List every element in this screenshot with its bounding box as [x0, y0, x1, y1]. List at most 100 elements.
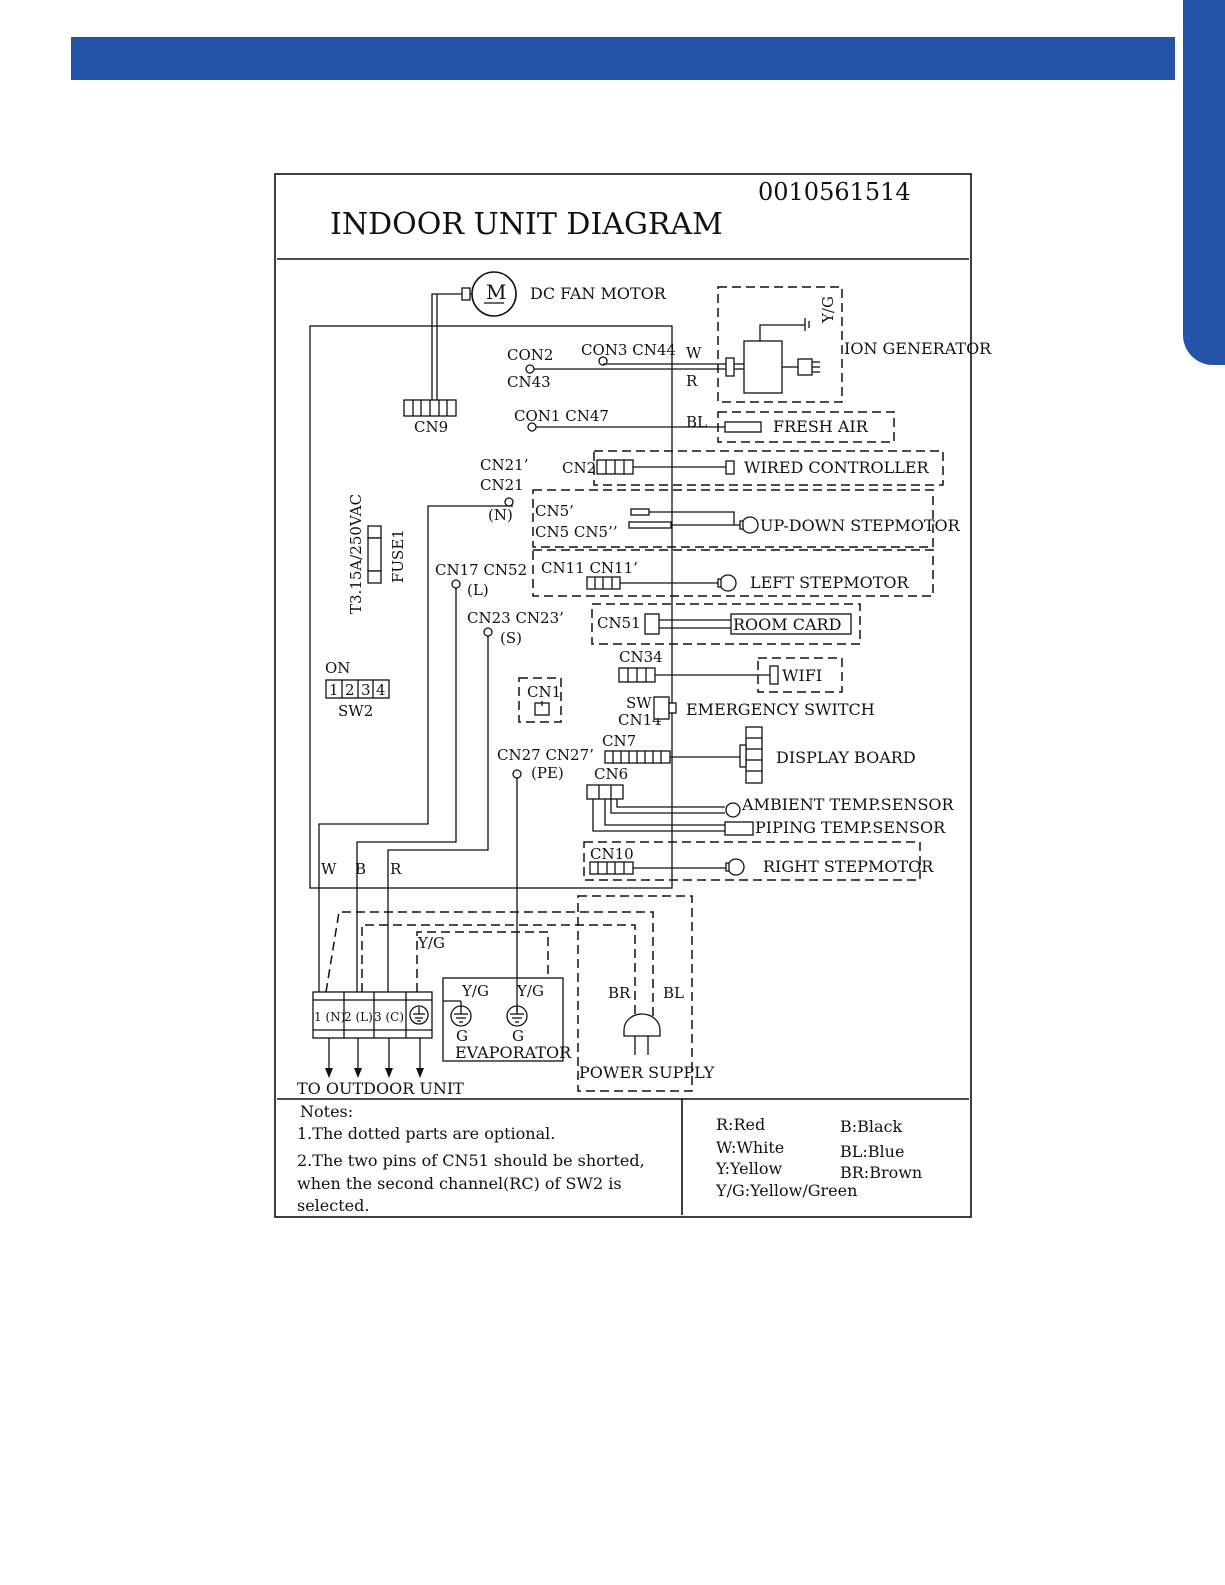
- dc-fan-motor-label: DC FAN MOTOR: [530, 284, 667, 303]
- motor-symbol-label: M: [486, 280, 506, 304]
- evaporator-box: [442, 977, 564, 1062]
- cn7-connector: [604, 750, 671, 764]
- bl-label: BL: [663, 984, 684, 1002]
- wired-controller-optional-box: [593, 450, 944, 486]
- wire-bl-top-label: BL: [686, 413, 707, 431]
- fresh-air-optional-box: [717, 411, 895, 443]
- sw1-label: SW1: [626, 694, 661, 712]
- legend-blue: BL:Blue: [840, 1142, 904, 1161]
- fuse-rating-label: T3.15A/250VAC: [347, 494, 365, 614]
- l-terminal-label: (L): [467, 581, 489, 599]
- cn14-label: CN14: [618, 711, 662, 729]
- notes-heading: Notes:: [300, 1102, 353, 1121]
- cn6-label: CN6: [594, 765, 628, 783]
- left-stepmotor-optional-box: [532, 549, 934, 597]
- cn5p-label: CN5’: [535, 502, 574, 520]
- ambient-wire-b: [610, 799, 725, 814]
- cn21-label: CN21: [480, 476, 524, 494]
- yg-wire-label: Y/G: [417, 934, 445, 952]
- power-plug-icon: [623, 1013, 661, 1055]
- wire-w: [318, 505, 513, 992]
- room-card-optional-box: [591, 603, 861, 645]
- evap-ground-icon-2: [506, 1005, 528, 1027]
- sw2-dip-switch: [325, 679, 390, 699]
- cn1-connector: [534, 701, 550, 716]
- wire-r-label: R: [390, 860, 402, 878]
- evap-yg-label-1: Y/G: [461, 982, 489, 1000]
- on-label: ON: [325, 659, 350, 677]
- cn51-label: CN51: [597, 614, 641, 632]
- display-board-connector: [739, 726, 763, 784]
- wire-r-top-label: R: [686, 372, 698, 390]
- updown-motor-icon: [739, 516, 759, 534]
- cn27-cn27p-label: CN27 CN27’: [497, 746, 594, 764]
- top-banner: [71, 37, 1175, 80]
- ambient-wire-a: [616, 799, 725, 808]
- legend-yellow-green: Y/G:Yellow/Green: [715, 1181, 857, 1200]
- fuse1-label: FUSE1: [389, 529, 407, 583]
- con2-terminal: [525, 364, 535, 374]
- room-card-label: ROOM CARD: [733, 615, 841, 634]
- pe-terminal-label: (PE): [531, 764, 564, 782]
- cn11-cn11p-label: CN11 CN11’: [541, 559, 638, 577]
- cn5-connector: [628, 521, 672, 529]
- cn2-connector: [596, 459, 634, 475]
- room-card-box: [730, 613, 852, 635]
- pcb-outline: [309, 325, 673, 889]
- legend-red: R:Red: [716, 1115, 765, 1134]
- optional-wire-inner: [361, 924, 636, 1025]
- wire-w-label: W: [321, 860, 337, 878]
- terminal-c-label: 3 (C): [374, 1010, 404, 1024]
- right-stepmotor-optional-box: [583, 841, 921, 881]
- note-1: 1.The dotted parts are optional.: [297, 1124, 555, 1143]
- evap-yg-label-2: Y/G: [516, 982, 544, 1000]
- cn9-connector: [403, 399, 457, 417]
- cn17-cn52-label: CN17 CN52: [435, 561, 527, 579]
- cn27-terminal: [512, 769, 522, 779]
- note-2-line-3: selected.: [297, 1196, 369, 1215]
- evap-ground-icon-1: [450, 1005, 472, 1027]
- power-supply-optional-box: [577, 895, 693, 1092]
- side-tab: [1183, 0, 1225, 365]
- wire-w-top-label: W: [686, 344, 702, 362]
- br-label: BR: [608, 984, 631, 1002]
- cn43-label: CN43: [507, 373, 551, 391]
- legend-black: B:Black: [840, 1117, 903, 1136]
- yg-ground-wire: [416, 931, 549, 992]
- evap-g-label-2: G: [512, 1027, 524, 1045]
- terminal-block: [312, 991, 433, 1039]
- updown-stepmotor-optional-box: [532, 489, 934, 548]
- fresh-air-label: FRESH AIR: [773, 417, 869, 436]
- sw2-label: SW2: [338, 702, 373, 720]
- power-supply-label: POWER SUPPLY: [579, 1063, 715, 1082]
- display-board-label: DISPLAY BOARD: [776, 748, 916, 767]
- note-2-line-2: when the second channel(RC) of SW2 is: [297, 1174, 622, 1193]
- cn34-label: CN34: [619, 648, 663, 666]
- wired-controller-label: WIRED CONTROLLER: [744, 458, 930, 477]
- updown-wire-a: [649, 511, 735, 525]
- cn21p-label: CN21’: [480, 456, 528, 474]
- cn21-terminal: [504, 497, 514, 507]
- outdoor-unit-arrows: [325, 1038, 424, 1078]
- n-terminal-label: (N): [488, 506, 513, 524]
- cn23-terminal: [483, 627, 493, 637]
- right-stepmotor-label: RIGHT STEPMOTOR: [763, 857, 934, 876]
- to-outdoor-unit-label: TO OUTDOOR UNIT: [297, 1079, 464, 1098]
- con1-cn47-label: CON1 CN47: [514, 407, 609, 425]
- sw2-cell-2: 2: [345, 681, 355, 699]
- piping-sensor-icon: [724, 821, 754, 836]
- sw1-switch: [653, 696, 670, 720]
- ion-generator-symbol: [725, 318, 820, 394]
- ambient-sensor-label: AMBIENT TEMP.SENSOR: [741, 795, 955, 814]
- wire-r: [387, 636, 489, 992]
- cn2-label: CN2: [562, 459, 596, 477]
- wired-controller-plug: [725, 460, 735, 475]
- cn17-terminal: [451, 579, 461, 589]
- s-terminal-label: (S): [500, 629, 522, 647]
- cn1-optional-box: [518, 677, 562, 723]
- wifi-plug: [769, 665, 779, 685]
- legend-yellow: Y:Yellow: [715, 1159, 782, 1178]
- left-motor-icon: [717, 574, 737, 592]
- cn51-connector: [644, 613, 660, 635]
